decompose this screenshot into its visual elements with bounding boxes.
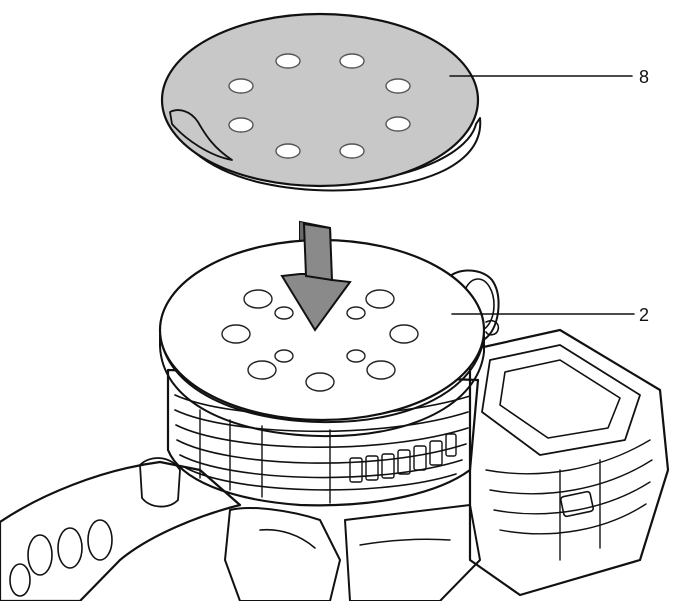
sanding-pad xyxy=(158,238,500,438)
callout-label-2: 2 xyxy=(639,305,649,325)
callout-label-8: 8 xyxy=(639,67,649,87)
sanding-paper-disc xyxy=(160,12,482,192)
sanding-paper-surface xyxy=(160,12,480,188)
sanding-pad-holes xyxy=(221,289,419,392)
sanding-paper-holes xyxy=(228,53,411,159)
down-arrow-tip xyxy=(280,222,352,332)
callout-8: 8 xyxy=(449,67,649,87)
callout-2: 2 xyxy=(451,305,649,325)
sander-body xyxy=(0,269,670,601)
